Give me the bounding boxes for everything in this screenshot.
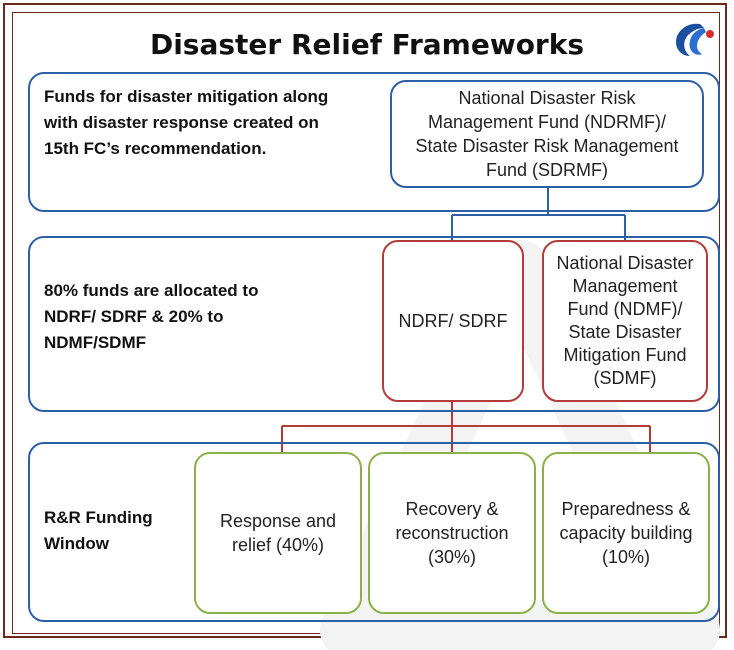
- row3-description: R&R Funding Window: [44, 508, 153, 553]
- window-preparedness-capacity: Preparedness & capacity building (10%): [542, 452, 710, 614]
- ndrmf-box: National Disaster Risk Management Fund (…: [390, 80, 704, 188]
- ndrf-sdrf-label: NDRF/ SDRF: [398, 311, 508, 331]
- window-recovery-reconstruction-label: Recovery & reconstruction (30%): [395, 499, 509, 567]
- brand-logo-icon: [676, 23, 714, 56]
- window-response-relief-label: Response and relief (40%): [219, 511, 337, 555]
- panel-row-2: [28, 236, 720, 412]
- window-recovery-reconstruction: Recovery & reconstruction (30%): [368, 452, 536, 614]
- page-title: Disaster Relief Frameworks: [149, 28, 585, 61]
- ndrf-sdrf-box: NDRF/ SDRF: [382, 240, 524, 402]
- ndrmf-label: National Disaster Risk Management Fund (…: [415, 88, 679, 180]
- ndmf-sdmf-box: National Disaster Management Fund (NDMF)…: [542, 240, 708, 402]
- ndmf-sdmf-label: National Disaster Management Fund (NDMF)…: [556, 253, 694, 388]
- row1-description: Funds for disaster mitigation along with…: [44, 87, 329, 158]
- window-response-relief: Response and relief (40%): [194, 452, 362, 614]
- window-preparedness-capacity-label: Preparedness & capacity building (10%): [559, 499, 693, 567]
- panel-row-3: [28, 442, 720, 622]
- panel-row-1: [28, 72, 720, 212]
- row2-description: 80% funds are allocated to NDRF/ SDRF & …: [44, 281, 259, 352]
